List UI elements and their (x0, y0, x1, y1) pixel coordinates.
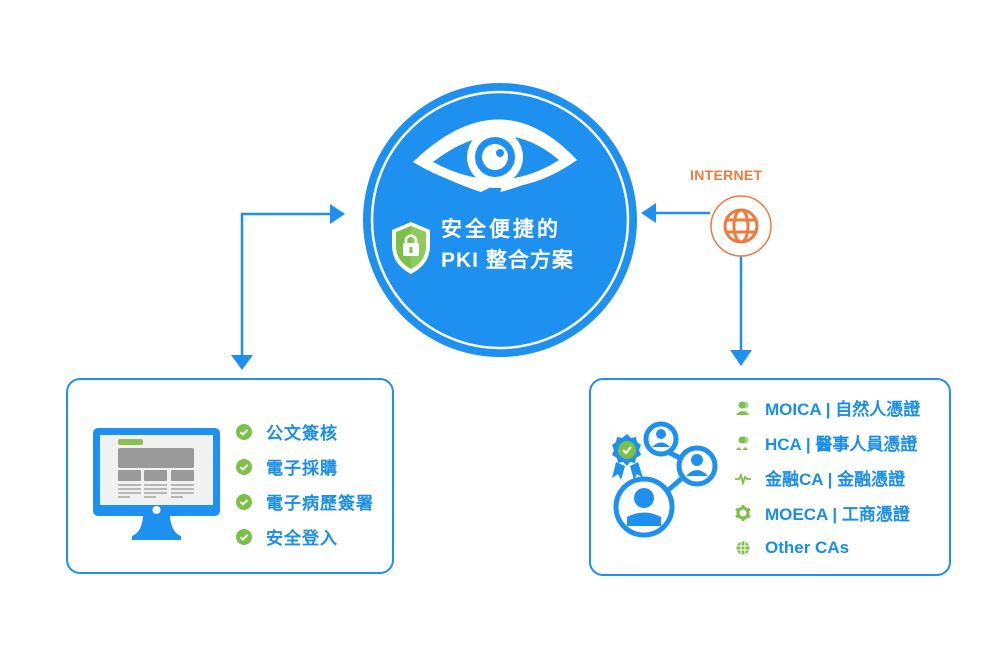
medical-user-icon (736, 436, 749, 450)
certificates-list: MOICA | 自然人憑證 HCA | 醫事人員憑證 金融CA | 金融憑證 M… (735, 390, 920, 565)
check-circle-icon (236, 528, 252, 545)
application-item[interactable]: 電子病歷簽署 (236, 484, 374, 519)
applications-list: 公文簽核 電子採購 電子病歷簽署 安全登入 (236, 414, 374, 554)
eye-icon (413, 119, 577, 192)
certificate-label: HCA | 醫事人員憑證 (765, 435, 918, 454)
application-item[interactable]: 安全登入 (236, 519, 374, 554)
application-item[interactable]: 電子採購 (236, 449, 374, 484)
hub-circle (363, 83, 637, 357)
gear-icon (735, 504, 751, 521)
application-label: 電子採購 (266, 459, 338, 478)
globe-icon (736, 541, 750, 554)
certificate-label: Other CAs (765, 537, 850, 557)
internet-node[interactable] (708, 195, 774, 257)
globe-icon (723, 208, 759, 244)
monitor-icon (93, 428, 220, 540)
internet-to-certificates-arrow (730, 255, 752, 366)
user-network-icon (612, 421, 718, 538)
application-item[interactable]: 公文簽核 (236, 414, 374, 449)
left-connector-arrow (231, 204, 345, 370)
certificate-label: MOICA | 自然人憑證 (765, 400, 921, 419)
award-badge-icon (612, 434, 643, 480)
pulse-icon (735, 471, 751, 486)
users-icon (736, 401, 750, 415)
certificate-item[interactable]: Other CAs (735, 530, 920, 565)
certificate-label: 金融CA | 金融憑證 (765, 470, 906, 489)
certificate-item[interactable]: 金融CA | 金融憑證 (735, 460, 920, 495)
internet-to-hub-arrow (641, 203, 710, 223)
check-circle-icon (236, 423, 252, 440)
application-label: 公文簽核 (266, 424, 338, 443)
check-circle-icon (236, 458, 252, 475)
certificate-item[interactable]: HCA | 醫事人員憑證 (735, 425, 920, 460)
application-label: 電子病歷簽署 (266, 494, 374, 513)
internet-label: INTERNET (690, 167, 763, 183)
application-label: 安全登入 (266, 529, 338, 548)
certificate-item[interactable]: MOICA | 自然人憑證 (735, 390, 920, 425)
hub-title-line2: PKI 整合方案 (441, 249, 574, 272)
shield-lock-icon (392, 222, 430, 274)
certificate-item[interactable]: MOECA | 工商憑證 (735, 495, 920, 530)
hub-title-line1: 安全便捷的 (441, 218, 561, 241)
check-circle-icon (236, 493, 252, 510)
certificate-label: MOECA | 工商憑證 (765, 505, 910, 524)
